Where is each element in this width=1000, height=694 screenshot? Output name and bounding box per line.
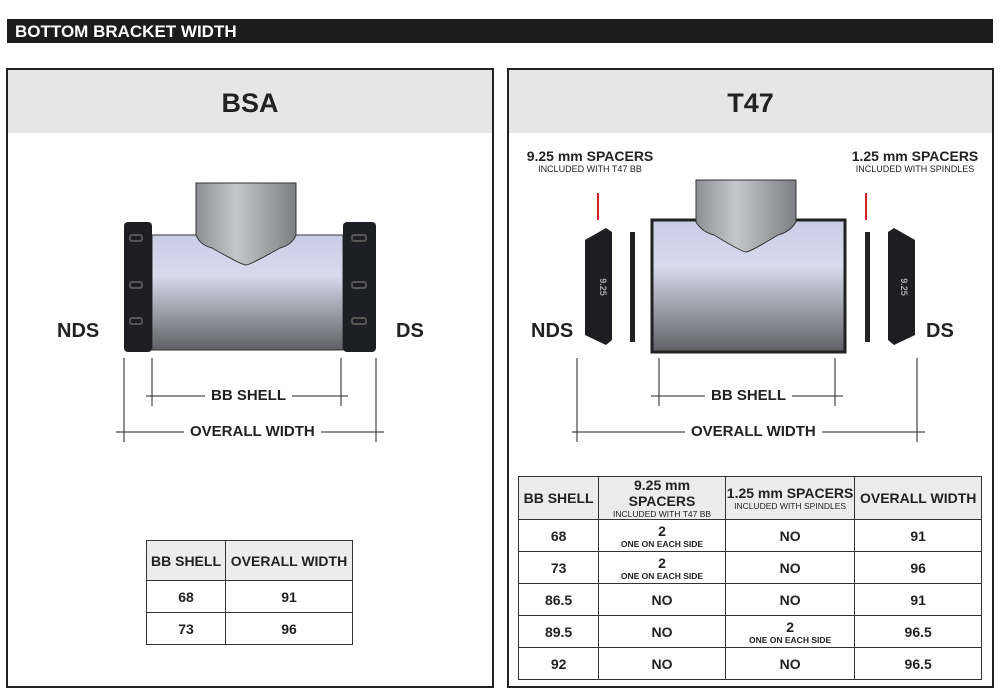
cell: 96.5 <box>854 615 982 648</box>
th-title: OVERALL WIDTH <box>859 490 977 506</box>
cell: 91 <box>854 519 982 552</box>
bsa-nds-label: NDS <box>57 320 100 342</box>
cell-value: NO <box>779 527 801 544</box>
cell-value: 96.5 <box>904 655 932 672</box>
cell-value: 91 <box>910 527 926 544</box>
cell-value: NO <box>779 591 801 608</box>
cell-value: 92 <box>550 655 567 672</box>
right-spacer-mark: 9.25 <box>899 278 909 296</box>
callout-sub: INCLUDED WITH T47 BB <box>538 164 642 174</box>
cell: 89.5 <box>517 615 600 648</box>
cell-value: NO <box>779 655 801 672</box>
cell: 92 <box>517 647 600 680</box>
cell: 96 <box>225 612 353 645</box>
t47-title: T47 <box>509 70 992 133</box>
t47-th: BB SHELL <box>517 476 600 520</box>
bsa-bb-drawing <box>124 182 376 352</box>
cell: 68 <box>517 519 600 552</box>
cell: NO <box>598 615 726 648</box>
page-header: BOTTOM BRACKET WIDTH <box>7 19 993 43</box>
cell: NO <box>724 647 856 680</box>
cell: 91 <box>854 583 982 616</box>
cell-value: 68 <box>550 527 567 544</box>
callout-title: 9.25 mm SPACERS <box>526 148 654 164</box>
bsa-bb-shell-label: BB SHELL <box>205 387 292 404</box>
cell-value: 2 <box>658 554 666 571</box>
t47-bb-shell-label: BB SHELL <box>705 387 792 404</box>
table-row: 86.5 NO NO 91 <box>517 583 982 616</box>
cell-value: NO <box>651 591 673 608</box>
t47-left-spacer-cup <box>585 228 612 345</box>
cell: 73 <box>517 551 600 584</box>
t47-right-spacer <box>865 232 870 342</box>
cell: 96 <box>854 551 982 584</box>
cell: NO <box>598 647 726 680</box>
th-sub: INCLUDED WITH SPINDLES <box>734 501 847 511</box>
cell-note: ONE ON EACH SIDE <box>620 538 704 549</box>
th-sub: INCLUDED WITH T47 BB <box>612 509 712 519</box>
t47-nds-label: NDS <box>531 320 574 342</box>
bsa-ds-label: DS <box>396 320 424 342</box>
callout-title: 1.25 mm SPACERS <box>851 148 979 164</box>
table-row: 92 NO NO 96.5 <box>517 647 982 680</box>
cell: 96.5 <box>854 647 982 680</box>
cell: NO <box>598 583 726 616</box>
cell-value: 96.5 <box>904 623 932 640</box>
t47-seat-tube <box>695 179 797 253</box>
bsa-th: OVERALL WIDTH <box>225 540 353 581</box>
cell-value: NO <box>779 559 801 576</box>
cell: NO <box>724 551 856 584</box>
cell-value: 96 <box>910 559 926 576</box>
t47-right-spacer-cup <box>888 228 915 345</box>
cell-note: ONE ON EACH SIDE <box>748 634 832 645</box>
t47-panel: T47 <box>507 68 994 688</box>
th-title: 9.25 mm SPACERS <box>628 477 696 509</box>
th-title: 1.25 mm SPACERS <box>726 485 854 501</box>
cell: NO <box>724 519 856 552</box>
cell-value: 89.5 <box>544 623 573 640</box>
callout-sub: INCLUDED WITH SPINDLES <box>855 164 975 174</box>
cell-value: 73 <box>550 559 567 576</box>
cell-value: NO <box>651 655 673 672</box>
cell: 73 <box>146 612 226 645</box>
cell-value: 2 <box>658 522 666 539</box>
cell: 91 <box>225 580 353 613</box>
left-spacer-mark: 9.25 <box>598 278 608 296</box>
th-title: BB SHELL <box>523 490 594 506</box>
bsa-overall-label: OVERALL WIDTH <box>184 423 321 440</box>
cell: 86.5 <box>517 583 600 616</box>
t47-th: OVERALL WIDTH <box>854 476 982 520</box>
t47-overall-label: OVERALL WIDTH <box>685 423 822 440</box>
cell: 68 <box>146 580 226 613</box>
bsa-panel: BSA <box>6 68 494 688</box>
bsa-seat-tube <box>195 182 297 266</box>
cell: NO <box>724 583 856 616</box>
bsa-th: BB SHELL <box>146 540 226 581</box>
cell-value: 86.5 <box>544 591 573 608</box>
t47-ds-label: DS <box>926 320 954 342</box>
cell-value: 2 <box>786 618 794 635</box>
cell-value: NO <box>651 623 673 640</box>
cell-note: ONE ON EACH SIDE <box>620 570 704 581</box>
bsa-title: BSA <box>8 70 492 133</box>
cell-value: 91 <box>910 591 926 608</box>
t47-bb-drawing: 9.25 9.25 <box>585 179 915 354</box>
t47-left-spacer <box>630 232 635 342</box>
